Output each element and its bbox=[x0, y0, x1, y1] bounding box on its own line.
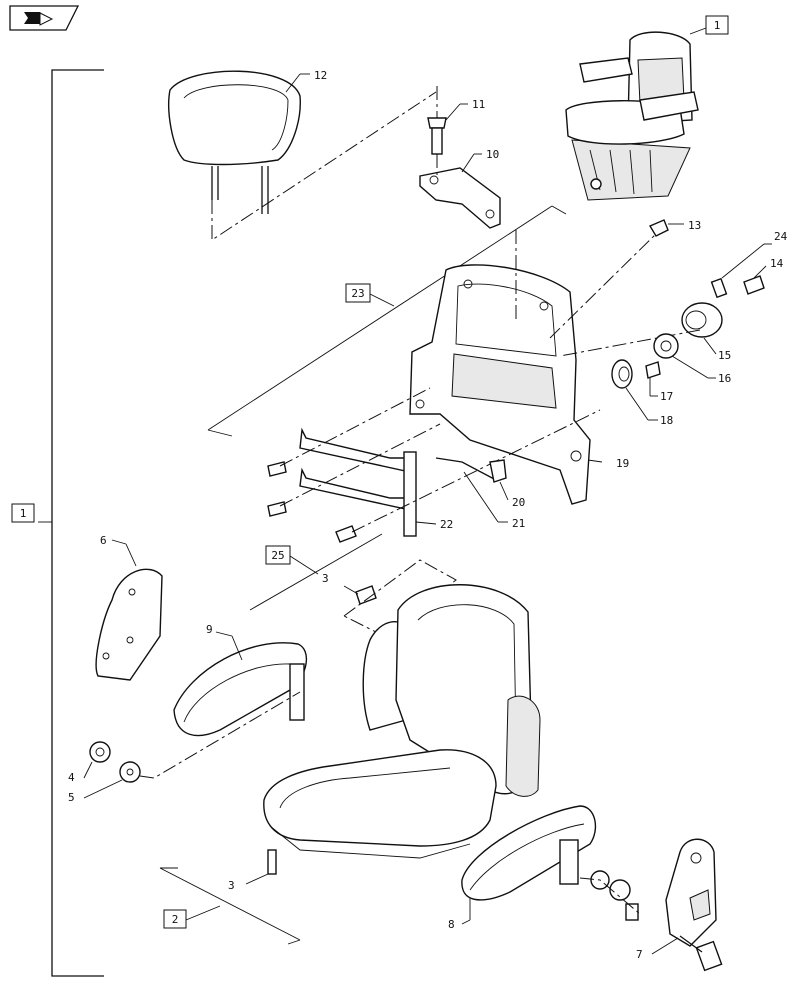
rod-part-21 bbox=[435, 457, 497, 481]
callout-11: 11 bbox=[472, 98, 485, 111]
svg-text:2: 2 bbox=[172, 913, 179, 926]
seat-cushion-assembly bbox=[263, 584, 541, 859]
bolt-part-right bbox=[625, 903, 639, 921]
callout-5: 5 bbox=[68, 791, 75, 804]
nut-part-right bbox=[609, 879, 631, 901]
group-label-2: 2 bbox=[163, 909, 187, 929]
callout-16: 16 bbox=[718, 372, 731, 385]
screw-part-17 bbox=[645, 361, 661, 379]
complete-seat-thumbnail bbox=[565, 31, 699, 201]
callout-20: 20 bbox=[512, 496, 525, 509]
armrest-part-9 bbox=[173, 642, 308, 737]
backrest-frame-part-19 bbox=[409, 264, 591, 505]
callout-9: 9 bbox=[206, 623, 213, 636]
callout-13: 13 bbox=[688, 219, 701, 232]
clip-part-24 bbox=[710, 277, 728, 299]
hub-part-18 bbox=[611, 359, 633, 389]
callout-24: 24 bbox=[774, 230, 788, 243]
lever-part-20 bbox=[489, 459, 507, 483]
callout-15: 15 bbox=[718, 349, 731, 362]
screw-part-3-lower bbox=[267, 849, 277, 875]
callout-19: 19 bbox=[616, 457, 629, 470]
callout-3-upper: 3 bbox=[322, 572, 329, 585]
svg-text:25: 25 bbox=[271, 549, 284, 562]
screw-part-14 bbox=[743, 275, 765, 295]
group-label-23: 23 bbox=[345, 283, 371, 303]
washer-part-5 bbox=[119, 761, 141, 783]
group-23-leader bbox=[207, 205, 553, 431]
callout-6: 6 bbox=[100, 534, 107, 547]
callout-8: 8 bbox=[448, 918, 455, 931]
callout-7: 7 bbox=[636, 948, 643, 961]
handle-part-7 bbox=[665, 838, 723, 972]
armrest-part-8 bbox=[461, 805, 597, 901]
gear-part-16 bbox=[653, 333, 679, 359]
callout-10: 10 bbox=[486, 148, 499, 161]
callout-18: 18 bbox=[660, 414, 673, 427]
bracket-part-10 bbox=[419, 167, 501, 229]
callout-12: 12 bbox=[314, 69, 327, 82]
knob-part-15 bbox=[681, 302, 723, 338]
group-label-25: 25 bbox=[265, 545, 291, 565]
screw-part-13 bbox=[648, 219, 669, 237]
headrest-part-12 bbox=[168, 70, 301, 214]
lumbar-rail-part-22 bbox=[299, 427, 417, 537]
assembly-bracket bbox=[51, 69, 104, 977]
assembly-label-1-top: 1 bbox=[705, 15, 729, 35]
assembly-label-1-left: 1 bbox=[11, 503, 35, 523]
svg-text:1: 1 bbox=[20, 507, 27, 520]
svg-text:1: 1 bbox=[714, 19, 721, 32]
callout-22: 22 bbox=[440, 518, 453, 531]
callout-3-lower: 3 bbox=[228, 879, 235, 892]
svg-text:23: 23 bbox=[351, 287, 364, 300]
bolt-part-11 bbox=[427, 117, 447, 155]
forward-arrow-icon[interactable] bbox=[9, 5, 80, 31]
screw-part-3-upper bbox=[355, 585, 377, 605]
callout-17: 17 bbox=[660, 390, 673, 403]
side-cover-part-6 bbox=[95, 568, 163, 681]
nut-part-4 bbox=[89, 741, 111, 763]
callout-14: 14 bbox=[770, 257, 784, 270]
callout-21: 21 bbox=[512, 517, 525, 530]
callout-4: 4 bbox=[68, 771, 75, 784]
